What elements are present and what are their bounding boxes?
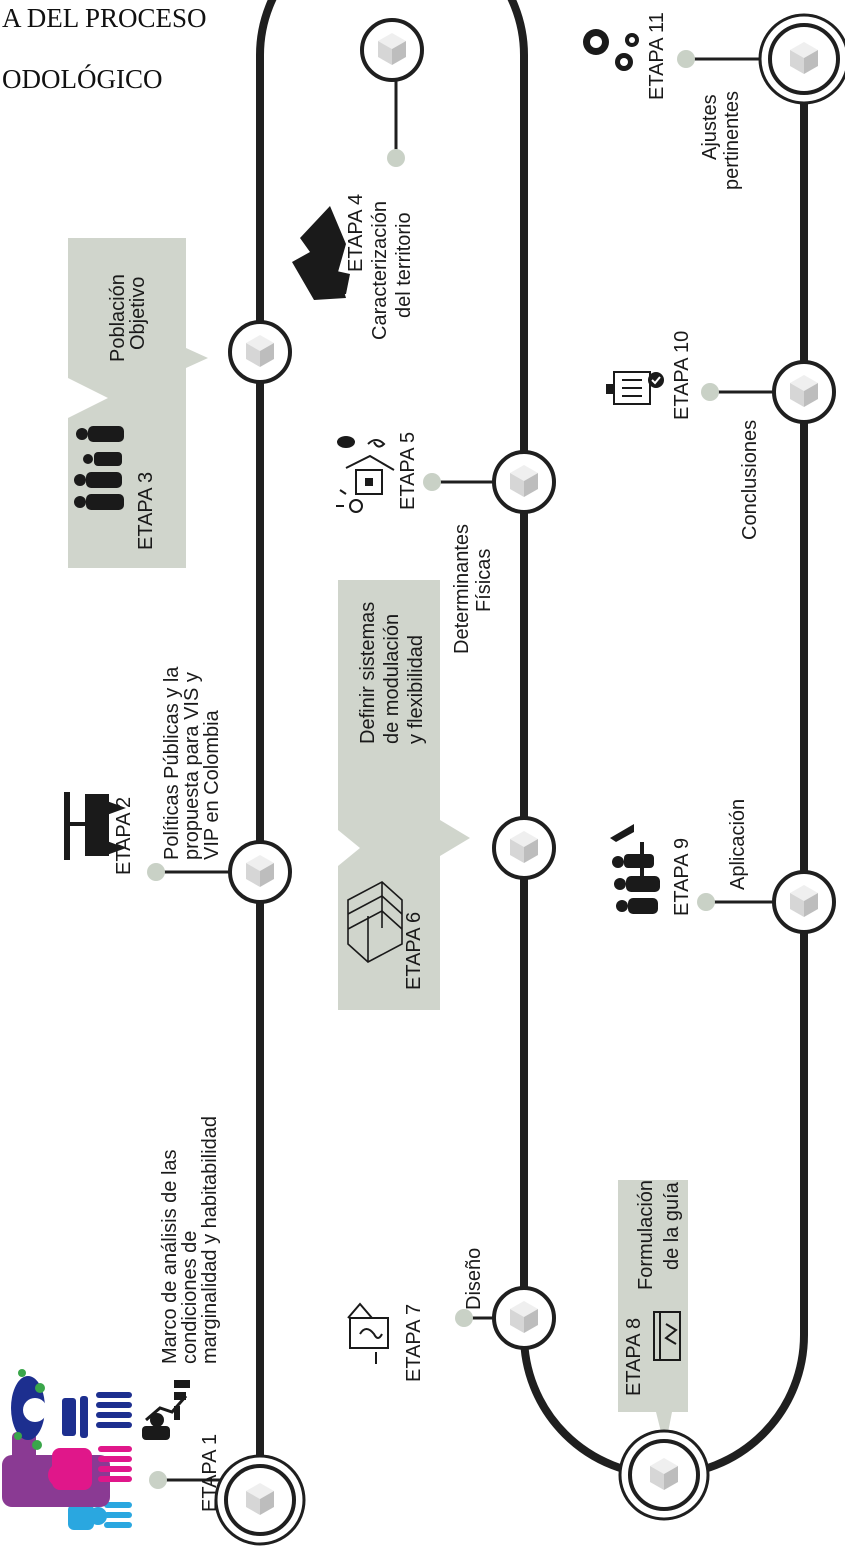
- stage-6-desc-line-1: Definir sistemas: [357, 602, 379, 744]
- stage-1-desc-line-1: Marco de análisis de las: [159, 1149, 181, 1364]
- stage-10-label: ETAPA 10: [671, 331, 693, 420]
- stage-8-label: ETAPA 8: [623, 1318, 645, 1396]
- stage-2-desc-line-3: VIP en Colombia: [201, 709, 223, 860]
- checklist-icon: [606, 371, 664, 405]
- gears-icon: [583, 29, 639, 71]
- node-stage-7: [492, 1286, 556, 1350]
- stage-4-desc-line-1: Caracterización: [369, 201, 391, 340]
- node-stage-3: [228, 320, 292, 384]
- house-design-icon: [347, 1302, 389, 1364]
- stage-5-label: ETAPA 5: [397, 432, 419, 510]
- stage-3-label: ETAPA 3: [135, 472, 157, 550]
- stage-5-desc-line-1: Determinantes: [451, 524, 473, 654]
- stage-10-desc: Conclusiones: [739, 420, 761, 540]
- stage-1-desc-line-2: condiciones de: [179, 1231, 201, 1364]
- people-illustration-icon: [2, 1369, 132, 1530]
- node-stage-1: [214, 1454, 306, 1546]
- stage-6-box: [338, 580, 470, 1010]
- connectors: [147, 50, 774, 1489]
- stage-2-desc-line-2: propuesta para VIS y: [181, 672, 203, 860]
- stage-4-desc-line-2: del territorio: [393, 212, 415, 318]
- stage-1-desc-line-3: marginalidad y habitabilidad: [199, 1116, 221, 1364]
- stage-1-label: ETAPA 1: [199, 1434, 221, 1512]
- stage-6-desc-line-3: y flexibilidad: [405, 635, 427, 744]
- stage-9-label: ETAPA 9: [671, 838, 693, 916]
- stage-3-desc-line-2: Objetivo: [127, 277, 149, 350]
- stage-9-desc: Aplicación: [727, 799, 749, 890]
- stage-4-label: ETAPA 4: [345, 194, 367, 272]
- house-weather-icon: [336, 436, 395, 513]
- node-stage-9: [772, 870, 836, 934]
- node-stage-8: [618, 1429, 710, 1521]
- modular-cube-icon: [347, 881, 403, 963]
- family-icon: [74, 426, 124, 510]
- stage-11-desc-line-2: pertinentes: [721, 91, 743, 190]
- node-stage-2: [228, 840, 292, 904]
- node-stage-4: [360, 18, 424, 82]
- stage-7-label: ETAPA 7: [403, 1304, 425, 1382]
- node-stage-5: [492, 450, 556, 514]
- balance-scale-icon: [64, 792, 126, 860]
- stage-11-label: ETAPA 11: [646, 12, 668, 100]
- stage-7-desc: Diseño: [463, 1248, 485, 1310]
- stage-2-desc-line-1: Políticas Públicas y la: [161, 666, 183, 860]
- title-line-1: A DEL PROCESO: [2, 3, 207, 33]
- stage-8-desc-line-1: Formulación: [635, 1180, 657, 1290]
- node-stage-6: [492, 816, 556, 880]
- stage-6-label: ETAPA 6: [403, 912, 425, 990]
- stage-3-desc-line-1: Población: [107, 274, 129, 362]
- community-house-icon: [610, 824, 660, 914]
- analysis-chart-icon: [142, 1380, 190, 1440]
- guide-book-icon: [653, 1311, 681, 1361]
- stage-8-desc-line-2: de la guía: [661, 1181, 683, 1270]
- mountains-icon: [292, 206, 350, 300]
- title-line-2: ODOLÓGICO: [2, 64, 162, 94]
- stage-2-label: ETAPA 2: [113, 797, 135, 875]
- stage-5-desc-line-2: Físicas: [473, 549, 495, 612]
- node-stage-10: [772, 360, 836, 424]
- node-stage-11: [758, 13, 845, 105]
- stage-11-desc-line-1: Ajustes: [699, 94, 721, 160]
- stage-6-desc-line-2: de modulación: [381, 614, 403, 744]
